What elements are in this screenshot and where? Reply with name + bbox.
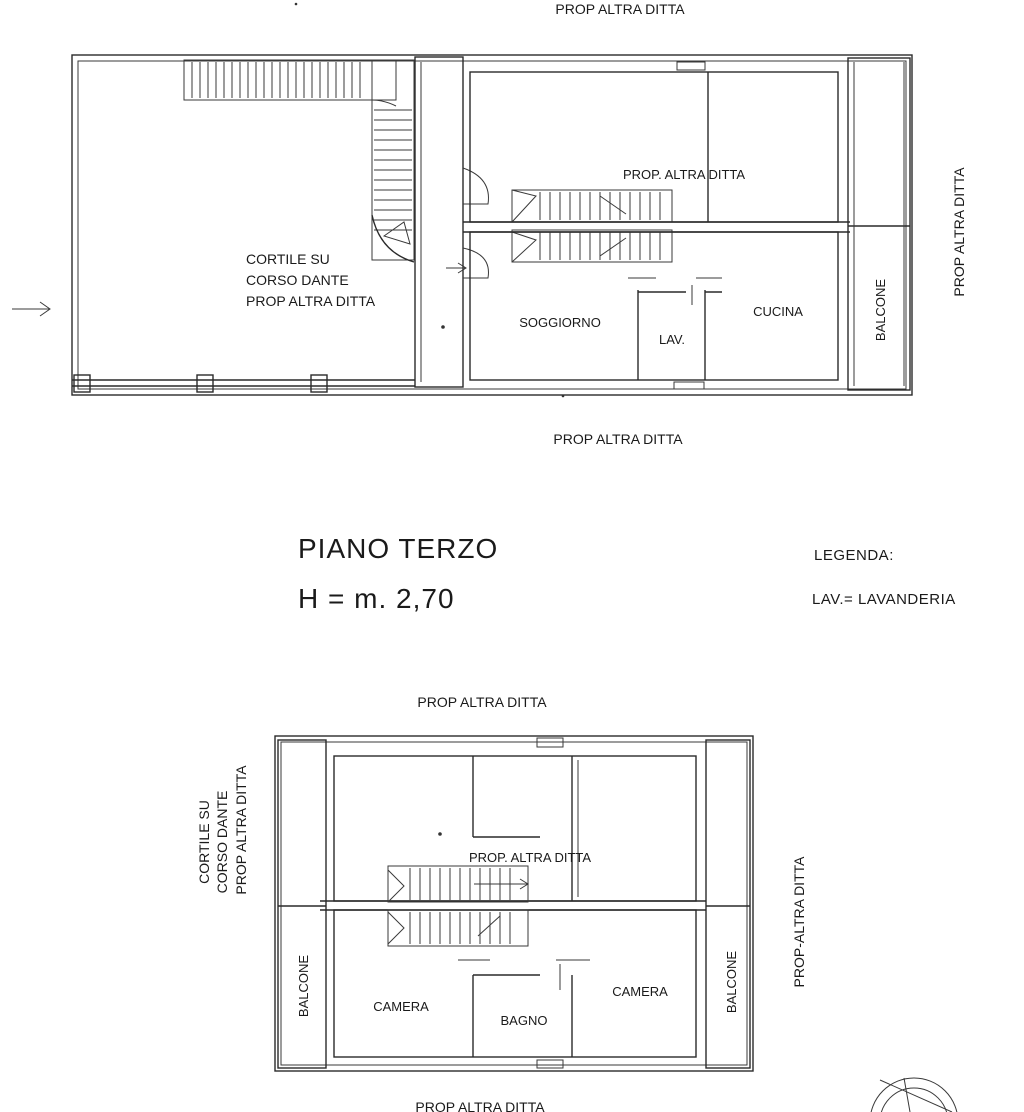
bottom-courtyard-line-1: CORTILE SU xyxy=(196,800,212,884)
bottom-courtyard-line-2: CORSO DANTE xyxy=(214,791,230,894)
scan-dot xyxy=(561,394,565,398)
door-swing xyxy=(462,167,489,205)
room-label-camera-right: CAMERA xyxy=(612,984,668,999)
bottom-outer-wall xyxy=(274,735,754,1072)
scan-dot xyxy=(438,832,442,836)
room-label-bagno: BAGNO xyxy=(501,1013,548,1028)
center-label: PROP. ALTRA DITTA xyxy=(623,167,745,182)
legend: LEGENDA: LAV.= LAVANDERIA xyxy=(812,547,956,608)
room-north xyxy=(469,71,839,223)
courtyard-label-line-2: CORSO DANTE xyxy=(246,272,349,288)
central-staircase xyxy=(511,189,673,263)
pillar xyxy=(196,374,214,393)
room-label-balcone-left: BALCONE xyxy=(296,955,311,1017)
bottom-courtyard-line-3: PROP ALTRA DITTA xyxy=(233,765,249,895)
top-plan-label-top: PROP ALTRA DITTA xyxy=(555,1,685,17)
legend-entry: LAV.= LAVANDERIA xyxy=(812,591,956,608)
floor-title: PIANO TERZO xyxy=(298,533,498,564)
bottom-center-label: PROP. ALTRA DITTA xyxy=(469,850,591,865)
corridor-block xyxy=(414,56,464,388)
balcony-left xyxy=(277,739,327,1069)
balcony-column xyxy=(847,57,911,391)
floor-height: H = m. 2,70 xyxy=(298,583,455,614)
top-plan: PROP ALTRA DITTA PROP ALTRA DITTA PROP A… xyxy=(12,1,967,447)
courtyard-label-line-3: PROP ALTRA DITTA xyxy=(246,293,376,309)
scan-dot xyxy=(294,2,298,6)
door-swing xyxy=(462,247,489,279)
bottom-plan: PROP ALTRA DITTA PROP ALTRA DITTA PROP-A… xyxy=(196,694,807,1112)
courtyard-label-line-1: CORTILE SU xyxy=(246,251,330,267)
top-plan-label-bottom: PROP ALTRA DITTA xyxy=(553,431,683,447)
bottom-plan-label-right: PROP-ALTRA DITTA xyxy=(791,856,807,988)
scan-dot xyxy=(441,325,445,329)
top-outer-wall xyxy=(71,54,913,396)
courtyard-staircase xyxy=(183,59,415,263)
top-plan-label-right: PROP ALTRA DITTA xyxy=(951,167,967,297)
room-label-camera-left: CAMERA xyxy=(373,999,429,1014)
balcony-right xyxy=(705,739,751,1069)
pillar xyxy=(73,374,91,393)
room-label-balcone: BALCONE xyxy=(873,279,888,341)
pillar xyxy=(310,374,328,393)
bottom-staircase xyxy=(387,865,529,947)
room-label-soggiorno: SOGGIORNO xyxy=(519,315,601,330)
bottom-plan-label-bottom: PROP ALTRA DITTA xyxy=(415,1099,545,1112)
room-label-lav: LAV. xyxy=(659,332,685,347)
legend-title: LEGENDA: xyxy=(814,547,894,564)
compass-icon xyxy=(870,1077,958,1112)
top-inner-wall xyxy=(77,60,907,390)
bottom-plan-label-top: PROP ALTRA DITTA xyxy=(417,694,547,710)
room-label-cucina: CUCINA xyxy=(753,304,803,319)
room-label-balcone-right: BALCONE xyxy=(724,951,739,1013)
sheet-heading: PIANO TERZO H = m. 2,70 xyxy=(298,533,498,614)
